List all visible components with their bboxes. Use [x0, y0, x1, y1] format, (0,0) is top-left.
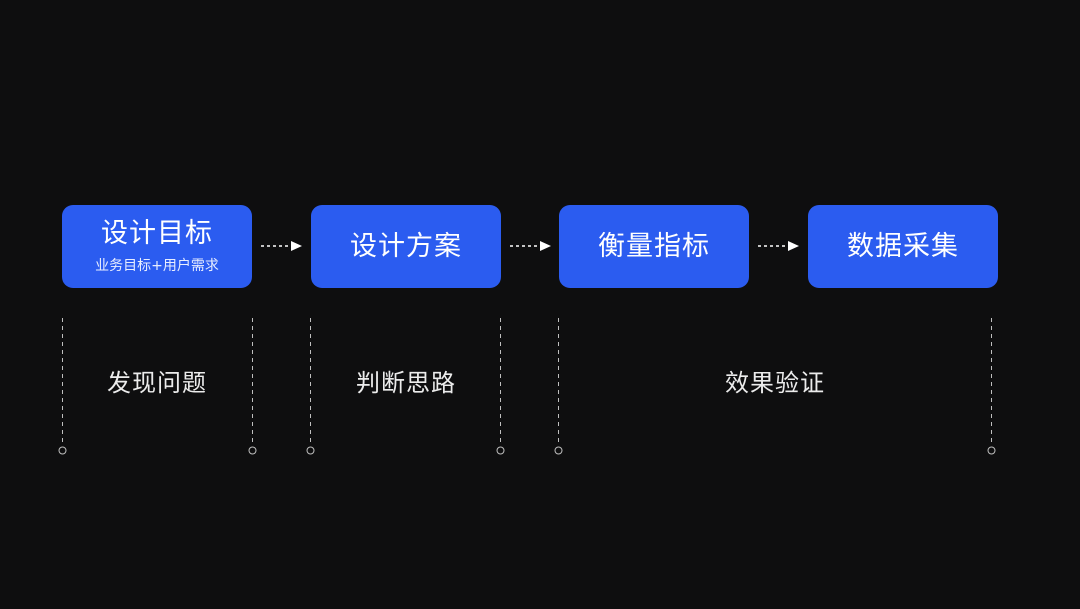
- phase-label-find-problem: 发现问题: [107, 369, 207, 397]
- phase-label-judge-approach: 判断思路: [356, 369, 456, 397]
- step-title: 设计目标: [101, 218, 213, 249]
- phase-boundary-line: [987, 318, 996, 456]
- arrow-right-icon: [261, 241, 302, 251]
- phase-label-verify-effect: 效果验证: [725, 369, 825, 397]
- step-box-design-goal: 设计目标 业务目标+用户需求: [62, 205, 252, 288]
- arrow-right-icon: [510, 241, 551, 251]
- step-title: 衡量指标: [598, 230, 710, 262]
- step-subtitle: 业务目标+用户需求: [95, 258, 219, 274]
- phase-boundary-line: [496, 318, 505, 456]
- step-box-data-collection: 数据采集: [808, 205, 998, 288]
- phase-boundary-line: [306, 318, 315, 456]
- step-box-design-plan: 设计方案: [311, 205, 501, 288]
- step-box-metrics: 衡量指标: [559, 205, 749, 288]
- phase-boundary-line: [58, 318, 67, 456]
- arrow-right-icon: [758, 241, 799, 251]
- phase-boundary-line: [554, 318, 563, 456]
- step-title: 数据采集: [847, 230, 959, 262]
- step-title: 设计方案: [350, 230, 462, 262]
- phase-boundary-line: [248, 318, 257, 456]
